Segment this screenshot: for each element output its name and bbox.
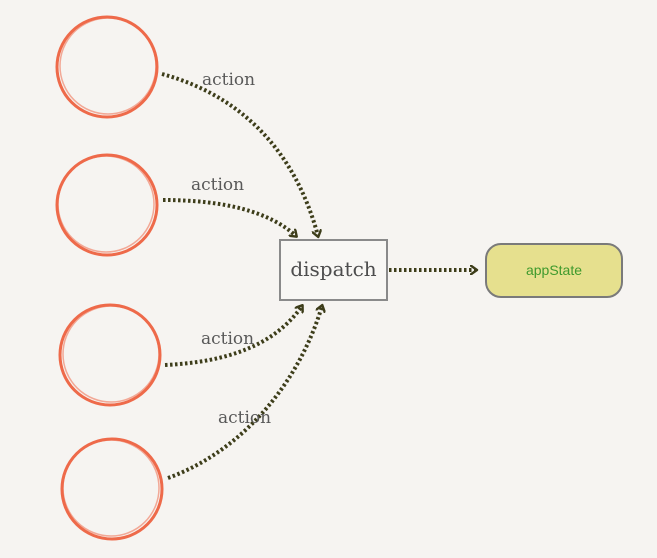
action-arrow-2: [162, 198, 296, 236]
action-label-2: action: [191, 175, 244, 195]
action-label-4: action: [218, 408, 271, 428]
app-state-node: appState: [485, 243, 623, 298]
action-arrow-1: [161, 72, 318, 236]
source-node-2: [55, 153, 159, 257]
dispatch-node: dispatch: [279, 239, 388, 301]
action-label-1: action: [202, 70, 255, 90]
action-arrow-3: [164, 306, 302, 367]
app-state-label: appState: [526, 262, 582, 278]
action-arrow-4: [167, 306, 322, 480]
dispatch-label: dispatch: [290, 257, 376, 281]
source-node-1: [55, 15, 159, 119]
action-label-3: action: [201, 329, 254, 349]
source-node-4: [60, 437, 164, 541]
source-node-3: [58, 303, 162, 407]
